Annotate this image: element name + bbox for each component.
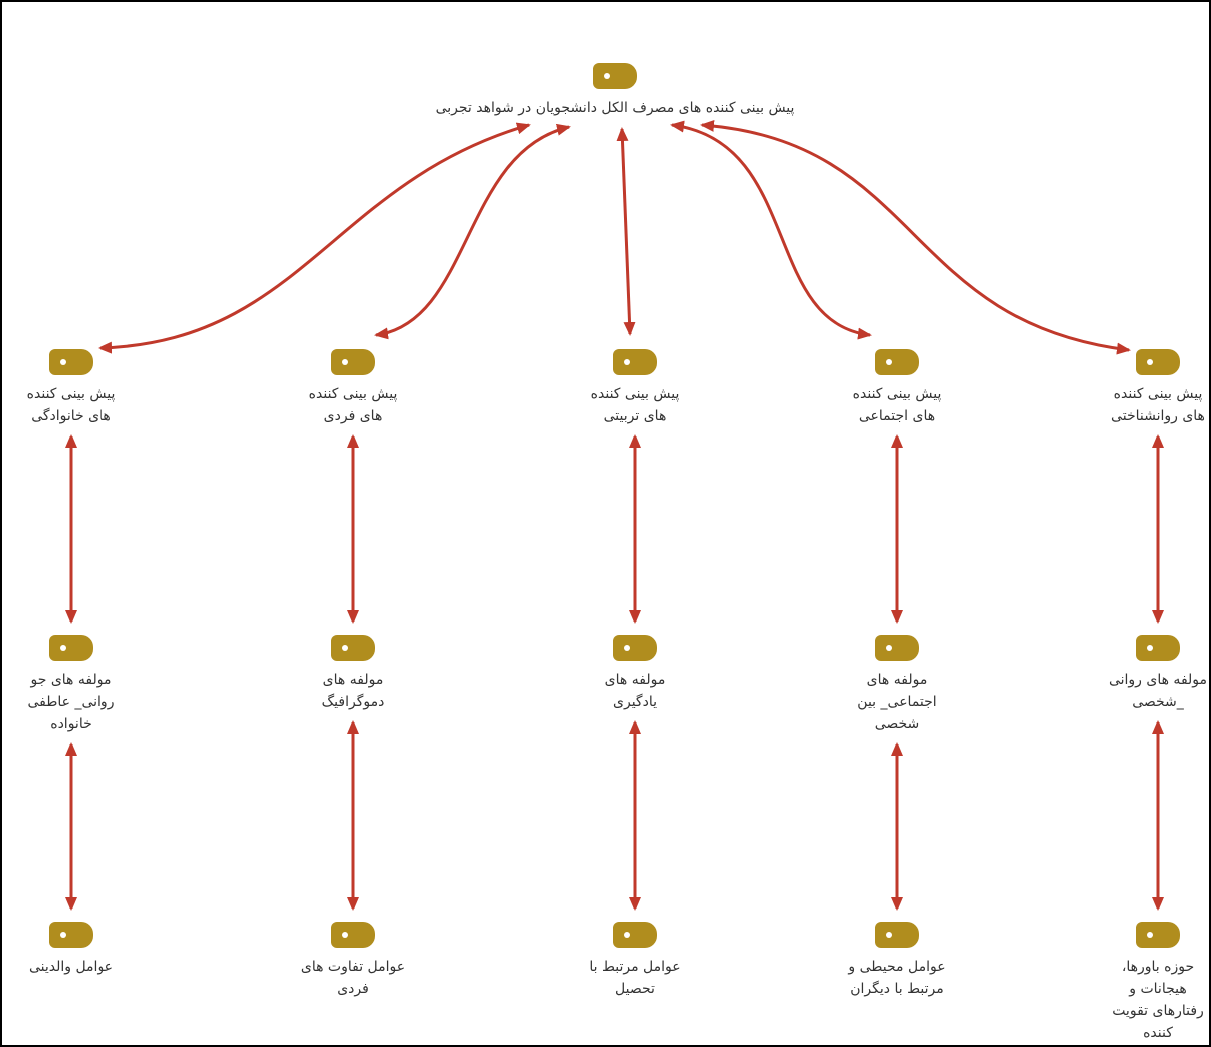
factor-node-individual[interactable]: عوامل تفاوت های فردی	[253, 922, 453, 1000]
factor-label: حوزه باورها، هیجانات و رفتارهای تقویت کن…	[1112, 959, 1204, 1041]
edge-root-educational	[616, 127, 636, 336]
tag-icon	[613, 349, 657, 375]
factor-label: عوامل والدینی	[28, 959, 114, 975]
edge-root-individual	[374, 123, 571, 340]
tag-icon	[1136, 635, 1180, 661]
root-node[interactable]: پیش بینی کننده های مصرف الکل دانشجویان د…	[375, 63, 855, 119]
factor-label: عوامل محیطی و مرتبط با دیگران	[848, 959, 946, 997]
component-label: مولفه های یادگیری	[604, 672, 666, 710]
component-node-family[interactable]: مولفه های جو روانی_ عاطفی خانواده	[2, 635, 171, 735]
tag-icon	[331, 635, 375, 661]
edge-root-social	[670, 120, 872, 340]
category-node-social[interactable]: پیش بینی کننده های اجتماعی	[797, 349, 997, 427]
factor-node-psychological[interactable]: حوزه باورها، هیجانات و رفتارهای تقویت کن…	[1058, 922, 1209, 1044]
factor-node-educational[interactable]: عوامل مرتبط با تحصیل	[535, 922, 735, 1000]
tag-icon	[49, 635, 93, 661]
component-node-social[interactable]: مولفه های اجتماعی_ بین شخصی	[797, 635, 997, 735]
tag-icon	[613, 635, 657, 661]
category-node-family[interactable]: پیش بینی کننده های خانوادگی	[2, 349, 171, 427]
component-node-educational[interactable]: مولفه های یادگیری	[535, 635, 735, 713]
tag-icon	[613, 922, 657, 948]
category-node-educational[interactable]: پیش بینی کننده های تربیتی	[535, 349, 735, 427]
category-label: پیش بینی کننده های تربیتی	[590, 386, 680, 424]
component-node-individual[interactable]: مولفه های دموگرافیگ	[253, 635, 453, 713]
tag-icon	[875, 349, 919, 375]
factor-label: عوامل مرتبط با تحصیل	[589, 959, 681, 997]
factor-label: عوامل تفاوت های فردی	[300, 959, 406, 997]
factor-node-family[interactable]: عوامل والدینی	[2, 922, 171, 978]
component-label: مولفه های جو روانی_ عاطفی خانواده	[27, 672, 115, 732]
category-label: پیش بینی کننده های خانوادگی	[26, 386, 116, 424]
tag-icon	[49, 922, 93, 948]
tag-icon	[331, 922, 375, 948]
root-label: پیش بینی کننده های مصرف الکل دانشجویان د…	[435, 100, 795, 116]
component-label: مولفه های روانی _شخصی	[1108, 672, 1208, 710]
edge-root-family	[98, 122, 531, 354]
tag-icon	[875, 635, 919, 661]
category-node-individual[interactable]: پیش بینی کننده های فردی	[253, 349, 453, 427]
tag-icon	[875, 922, 919, 948]
component-label: مولفه های دموگرافیگ	[321, 672, 385, 710]
category-label: پیش بینی کننده های اجتماعی	[852, 386, 942, 424]
tag-icon	[593, 63, 637, 89]
category-node-psychological[interactable]: پیش بینی کننده های روانشناختی	[1058, 349, 1209, 427]
tag-icon	[1136, 349, 1180, 375]
tag-icon	[49, 349, 93, 375]
component-node-psychological[interactable]: مولفه های روانی _شخصی	[1058, 635, 1209, 713]
category-label: پیش بینی کننده های روانشناختی	[1111, 386, 1205, 424]
category-label: پیش بینی کننده های فردی	[308, 386, 398, 424]
factor-node-social[interactable]: عوامل محیطی و مرتبط با دیگران	[797, 922, 997, 1000]
component-label: مولفه های اجتماعی_ بین شخصی	[857, 672, 937, 732]
tag-icon	[331, 349, 375, 375]
edge-root-psychological	[700, 119, 1131, 355]
tag-icon	[1136, 922, 1180, 948]
